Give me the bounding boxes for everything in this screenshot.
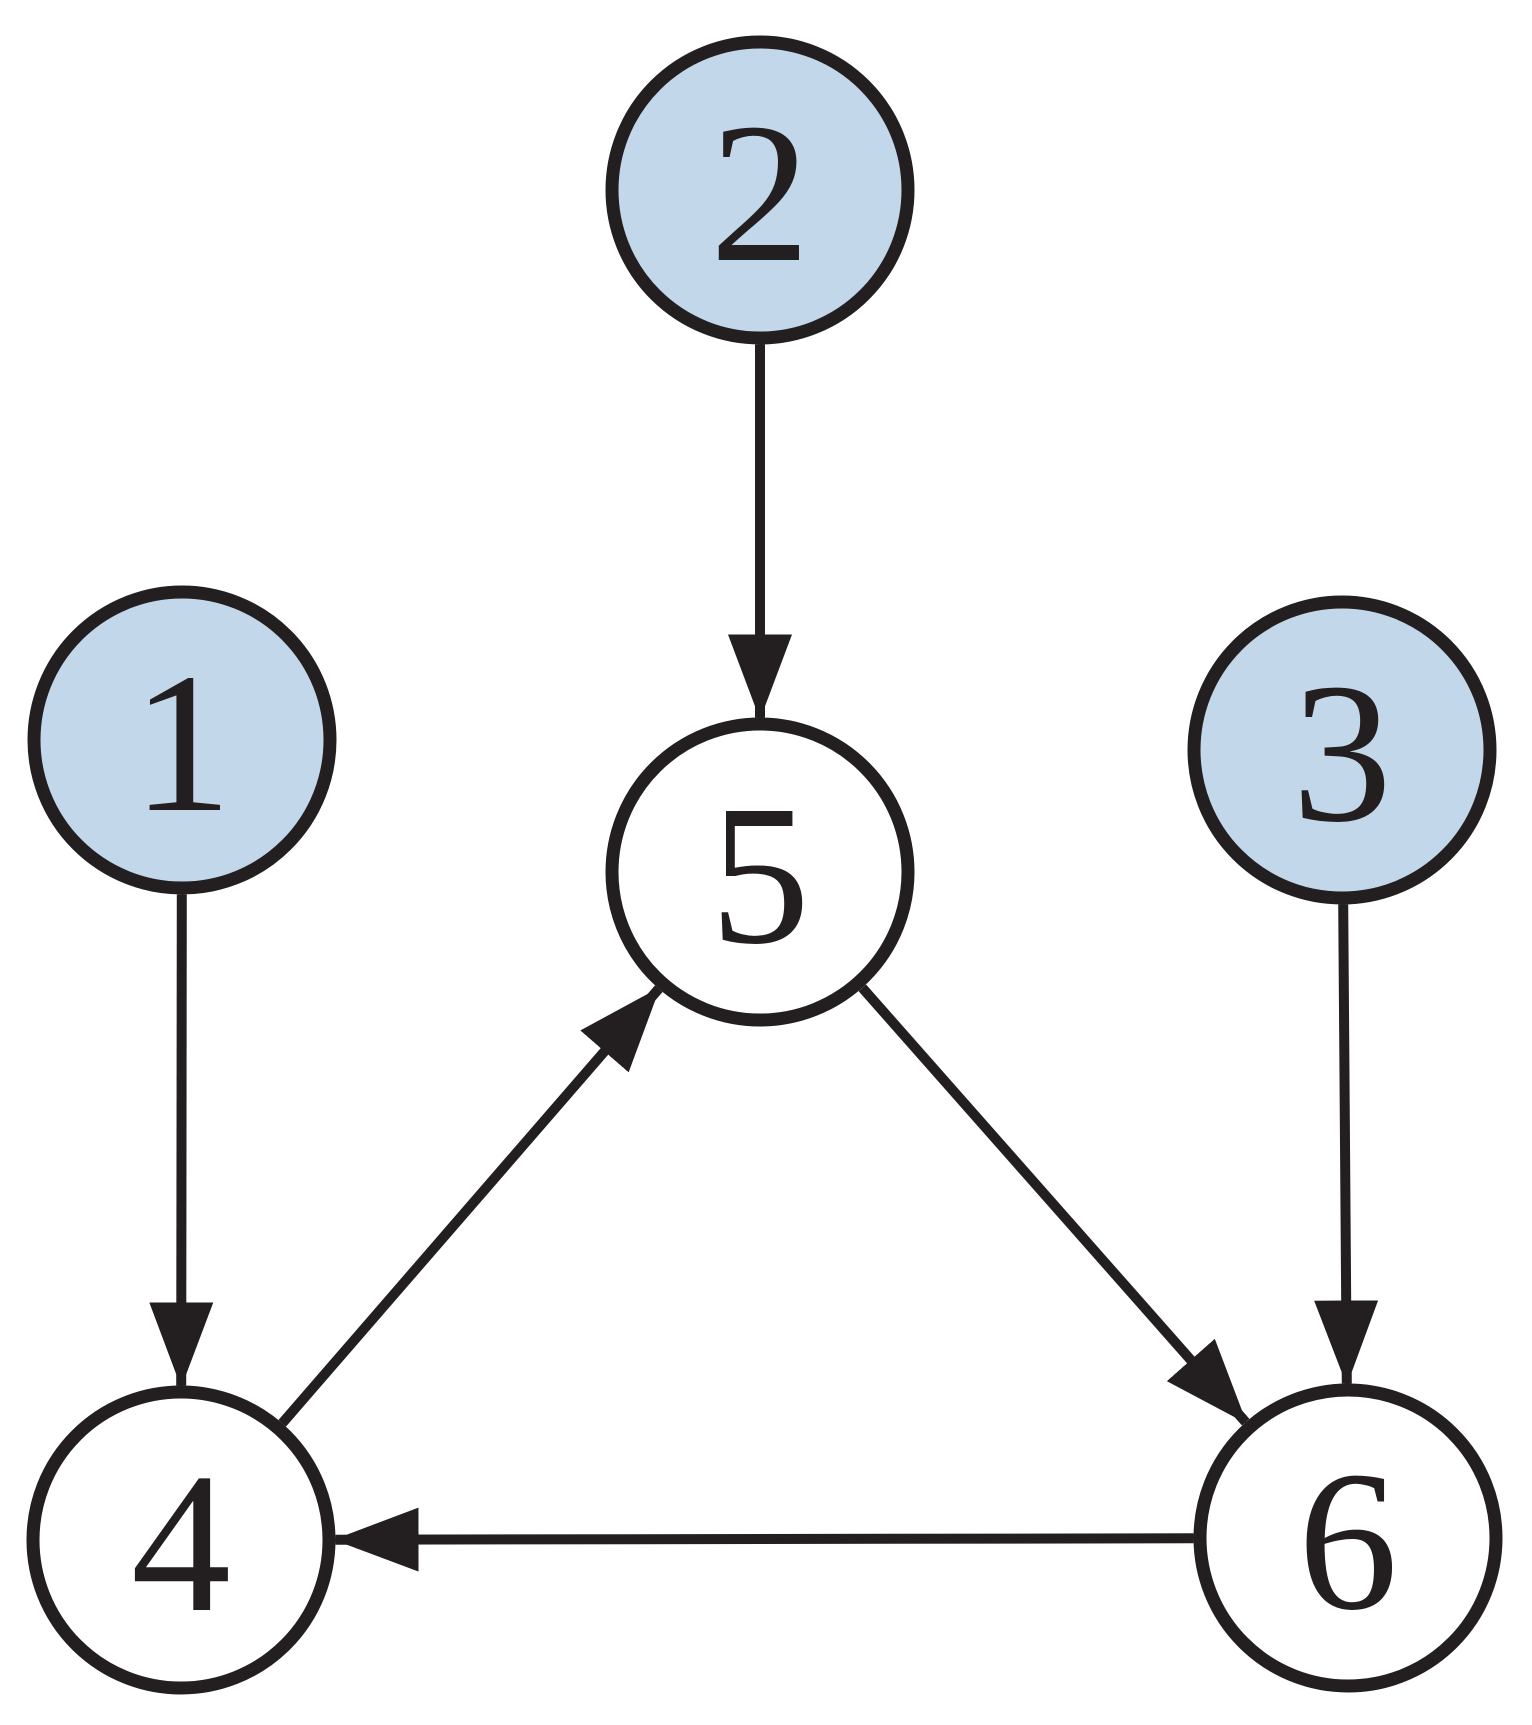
node-circle-5: [605, 717, 915, 1027]
node-label-1: 1: [132, 633, 232, 854]
node-circle-6: [1193, 1383, 1503, 1693]
node-circle-2: [605, 35, 915, 345]
node-label-5: 5: [710, 765, 810, 986]
node-label-4: 4: [131, 1433, 231, 1654]
edge-4-to-5: [278, 985, 663, 1427]
node-circle-1: [27, 585, 337, 895]
node-label-3: 3: [1292, 643, 1392, 864]
edge-6-to-4: [333, 1507, 1194, 1572]
node-label-6: 6: [1298, 1431, 1398, 1652]
edge-5-to-6: [858, 984, 1250, 1426]
edge-3-to-6: [1314, 904, 1379, 1386]
node-circle-4: [26, 1385, 336, 1695]
node-circle-3: [1187, 595, 1497, 905]
node-label-2: 2: [710, 83, 810, 304]
edge-1-to-4: [149, 894, 214, 1388]
